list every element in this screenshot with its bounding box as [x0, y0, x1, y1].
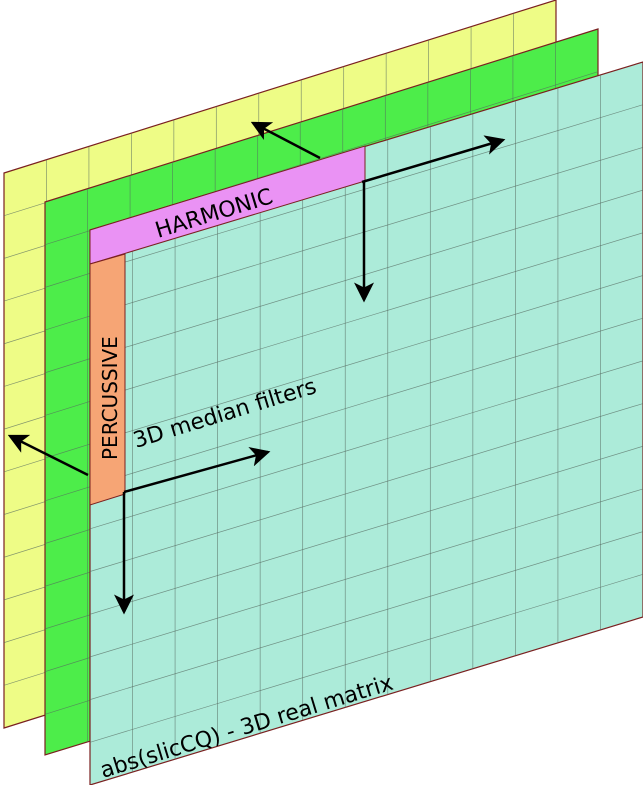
grid-line	[90, 275, 643, 444]
percussive-label: PERCUSSIVE	[98, 336, 122, 460]
grid-line	[90, 403, 643, 572]
harmonic-arrow-back	[250, 121, 321, 160]
grid-line	[90, 573, 643, 743]
grid-line	[90, 488, 643, 658]
arrows	[7, 121, 506, 615]
grid-line	[90, 360, 643, 530]
grid-line	[90, 104, 643, 274]
grid-line	[90, 531, 643, 700]
grid-line	[90, 232, 643, 402]
percussive-arrow-right	[123, 447, 271, 494]
percussive-arrow-back	[7, 434, 89, 477]
grid-line	[90, 317, 643, 487]
grid-line	[90, 445, 643, 615]
harmonic-arrow-right	[361, 135, 506, 184]
grid-line	[90, 147, 643, 316]
percussive-band: PERCUSSIVE	[89, 253, 126, 506]
front-layer	[89, 61, 643, 786]
grid-line	[90, 189, 643, 359]
